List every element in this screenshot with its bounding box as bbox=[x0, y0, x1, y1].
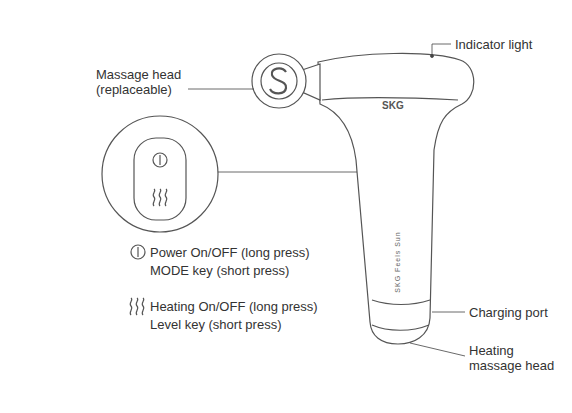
key-description: Heating On/OFF (long press) bbox=[150, 299, 318, 314]
leader-line bbox=[218, 172, 357, 173]
part-label: Heating massage head bbox=[469, 343, 561, 373]
brand-logo: SKG bbox=[382, 100, 404, 112]
button-inset bbox=[102, 116, 218, 232]
device-body bbox=[318, 53, 474, 344]
key-description: MODE key (short press) bbox=[150, 263, 289, 278]
massage-head bbox=[252, 54, 306, 108]
s-logo bbox=[270, 68, 286, 93]
key-description: Power On/OFF (long press) bbox=[150, 245, 310, 260]
button-panel bbox=[134, 138, 186, 220]
leader-dot bbox=[431, 55, 434, 58]
power-icon bbox=[153, 153, 167, 167]
leader-line bbox=[432, 44, 451, 56]
part-label: Indicator light bbox=[455, 37, 532, 52]
power-icon bbox=[131, 245, 145, 259]
heat-icon bbox=[130, 298, 144, 315]
leader-line bbox=[188, 89, 254, 90]
handle-seam bbox=[372, 300, 430, 305]
body-seam bbox=[322, 98, 458, 100]
brand-print: SKG Feels Sun bbox=[394, 231, 402, 292]
heat-icon bbox=[153, 189, 167, 206]
massage-head-ring bbox=[261, 63, 297, 99]
leader-line bbox=[410, 343, 465, 356]
leader-line bbox=[432, 312, 465, 313]
part-label: Massage head (replaceable) bbox=[96, 67, 206, 97]
part-label: Charging port bbox=[469, 305, 548, 320]
heating-head-base bbox=[372, 325, 429, 330]
key-description: Level key (short press) bbox=[150, 317, 282, 332]
